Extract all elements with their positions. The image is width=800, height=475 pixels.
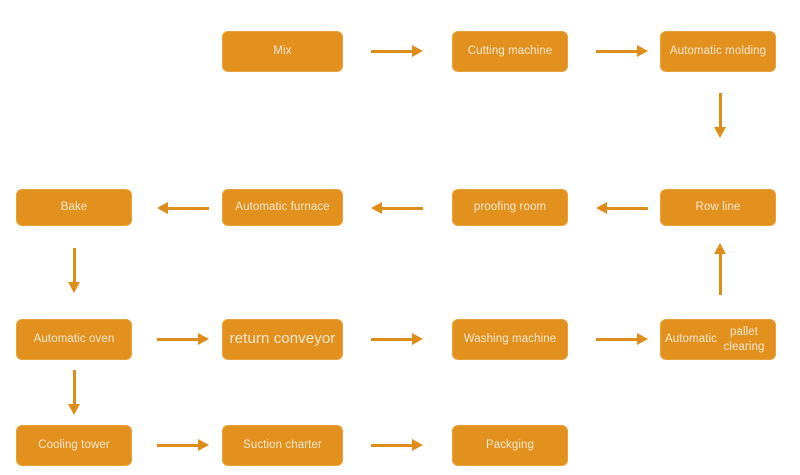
- arrow-head: [412, 45, 423, 57]
- process-node-bake[interactable]: Bake: [16, 189, 132, 226]
- arrow-head: [637, 333, 648, 345]
- arrow-shaft: [371, 443, 414, 447]
- arrow-shaft: [371, 49, 414, 53]
- process-node-mix[interactable]: Mix: [222, 31, 343, 72]
- process-node-label: Row line: [695, 201, 741, 214]
- arrow-shaft: [371, 337, 414, 341]
- process-node-cooling-tower[interactable]: Cooling tower: [16, 425, 132, 466]
- process-node-proofing[interactable]: proofing room: [452, 189, 568, 226]
- arrow-shaft: [718, 252, 722, 295]
- process-node-oven[interactable]: Automatic oven: [16, 319, 132, 360]
- process-node-label: Mix: [273, 45, 292, 58]
- process-node-suction[interactable]: Suction charter: [222, 425, 343, 466]
- process-node-label: Packging: [485, 439, 535, 452]
- arrow-head: [68, 404, 80, 415]
- process-node-pallet-clearing[interactable]: Automatic pallet clearing: [660, 319, 776, 360]
- process-node-label: Automatic: [665, 333, 718, 346]
- process-node-label: Automatic oven: [33, 333, 115, 346]
- process-node-label: Automatic furnace: [235, 201, 330, 214]
- process-node-label: Cutting machine: [467, 45, 553, 58]
- arrow-shaft: [596, 49, 639, 53]
- arrow-right-icon: [157, 435, 209, 455]
- arrow-head: [198, 333, 209, 345]
- arrow-shaft: [380, 206, 423, 210]
- process-node-label: pallet clearing: [723, 325, 765, 353]
- process-node-label: Bake: [60, 201, 88, 214]
- arrow-shaft: [718, 93, 722, 129]
- arrow-down-icon: [64, 248, 84, 293]
- process-node-label: Washing machine: [463, 333, 557, 346]
- arrow-right-icon: [371, 329, 423, 349]
- process-node-label: Suction charter: [243, 439, 322, 452]
- process-node-return-conveyor[interactable]: return conveyor: [222, 319, 343, 360]
- arrow-left-icon: [157, 198, 209, 218]
- arrow-left-icon: [596, 198, 648, 218]
- process-node-label: proofing room: [473, 201, 547, 214]
- process-node-furnace[interactable]: Automatic furnace: [222, 189, 343, 226]
- arrow-head: [637, 45, 648, 57]
- arrow-right-icon: [371, 435, 423, 455]
- process-node-label: Cooling tower: [38, 439, 110, 452]
- arrow-shaft: [157, 337, 200, 341]
- arrow-right-icon: [157, 329, 209, 349]
- arrow-shaft: [157, 443, 200, 447]
- process-node-label: Automatic molding: [669, 45, 767, 58]
- arrow-shaft: [72, 370, 76, 406]
- arrow-head: [371, 202, 382, 214]
- arrow-head: [412, 439, 423, 451]
- arrow-head: [714, 243, 726, 254]
- arrow-head: [198, 439, 209, 451]
- arrow-down-icon: [710, 93, 730, 138]
- arrow-left-icon: [371, 198, 423, 218]
- arrow-shaft: [596, 337, 639, 341]
- arrow-shaft: [166, 206, 209, 210]
- process-node-molding[interactable]: Automatic molding: [660, 31, 776, 72]
- arrow-up-icon: [710, 243, 730, 295]
- arrow-head: [412, 333, 423, 345]
- arrow-head: [68, 282, 80, 293]
- process-node-cutting[interactable]: Cutting machine: [452, 31, 568, 72]
- arrow-right-icon: [596, 329, 648, 349]
- process-node-packging[interactable]: Packging: [452, 425, 568, 466]
- process-node-row-line[interactable]: Row line: [660, 189, 776, 226]
- arrow-down-icon: [64, 370, 84, 415]
- process-node-label: return conveyor: [229, 330, 336, 348]
- process-node-washing[interactable]: Washing machine: [452, 319, 568, 360]
- arrow-right-icon: [371, 41, 423, 61]
- arrow-right-icon: [596, 41, 648, 61]
- arrow-head: [596, 202, 607, 214]
- arrow-shaft: [72, 248, 76, 284]
- arrow-head: [157, 202, 168, 214]
- arrow-head: [714, 127, 726, 138]
- arrow-shaft: [605, 206, 648, 210]
